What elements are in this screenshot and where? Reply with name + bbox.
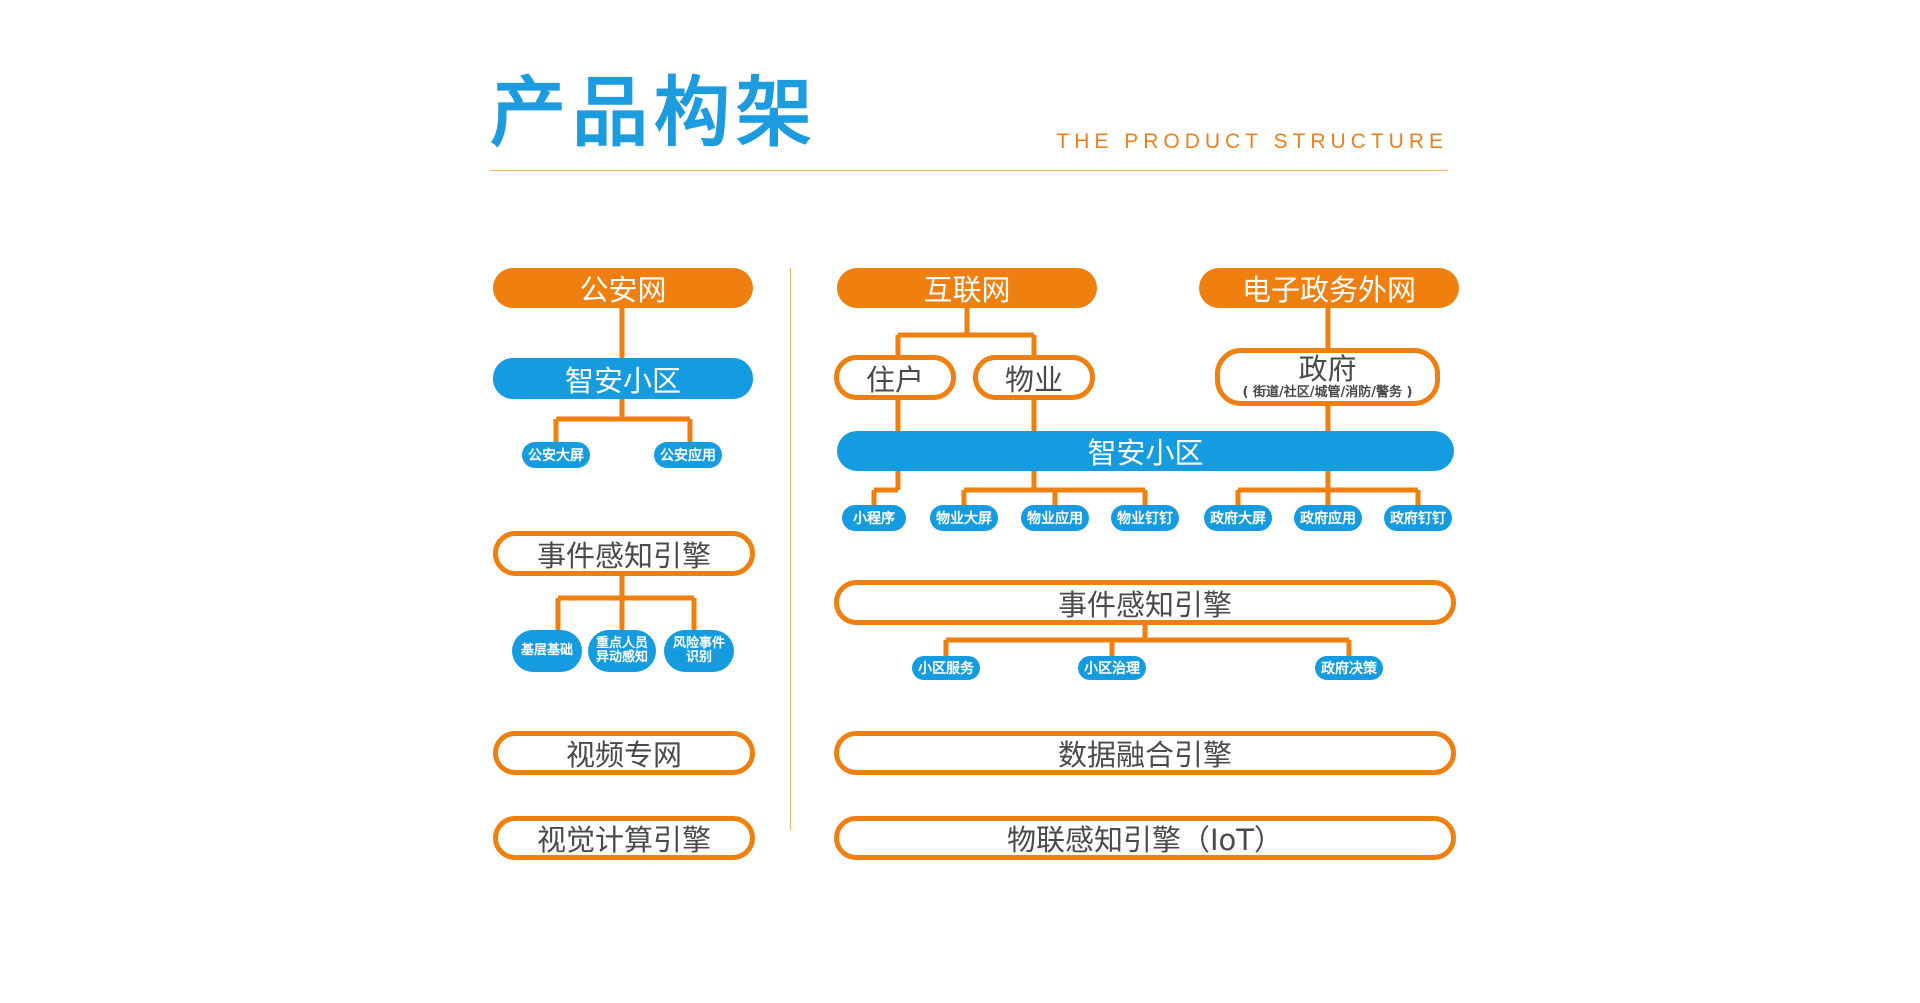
page-subtitle: THE PRODUCT STRUCTURE [1056, 130, 1448, 153]
government-label: 政府 [1298, 352, 1357, 386]
gov-app-node: 政府应用 [1294, 505, 1362, 531]
community-service-node: 小区服务 [912, 656, 980, 680]
risk-event-label-line2: 识别 [685, 650, 712, 665]
grassroots-basis-node: 基层基础 [512, 630, 582, 672]
key-persons-node: 重点人员异动感知 [588, 630, 656, 672]
data-fusion-engine-node: 数据融合引擎 [834, 731, 1456, 775]
gov-screen-node: 政府大屏 [1204, 505, 1272, 531]
mini-program-node: 小程序 [842, 505, 906, 531]
column-divider [790, 268, 791, 830]
key-persons-label-line1: 重点人员 [595, 636, 648, 651]
risk-event-label-line1: 风险事件 [672, 636, 725, 651]
header-divider [490, 170, 1448, 171]
police-app-node: 公安应用 [654, 442, 722, 468]
gov-extranet-node: 电子政务外网 [1199, 268, 1459, 308]
internet-node: 互联网 [837, 268, 1097, 308]
risk-event-node: 风险事件识别 [664, 630, 734, 672]
police-screen-node: 公安大屏 [522, 442, 590, 468]
property-screen-node: 物业大屏 [930, 505, 998, 531]
key-persons-label-line2: 异动感知 [595, 650, 648, 665]
page-title: 产品构架 [490, 68, 818, 157]
property-node: 物业 [973, 355, 1095, 400]
government-node: 政府 ( 街道/社区/城管/消防/警务 ) [1215, 348, 1440, 406]
right-smart-community-node: 智安小区 [837, 431, 1454, 471]
gov-dingtalk-node: 政府钉钉 [1384, 505, 1452, 531]
video-network-node: 视频专网 [493, 731, 755, 775]
gov-decision-node: 政府决策 [1315, 656, 1383, 680]
community-governance-node: 小区治理 [1078, 656, 1146, 680]
left-smart-community-node: 智安小区 [493, 358, 753, 399]
police-network-node: 公安网 [493, 268, 753, 308]
left-event-engine-node: 事件感知引擎 [493, 531, 755, 576]
property-app-node: 物业应用 [1021, 505, 1089, 531]
iot-engine-node: 物联感知引擎（IoT） [834, 816, 1456, 860]
property-dingtalk-node: 物业钉钉 [1111, 505, 1179, 531]
resident-node: 住户 [834, 355, 956, 400]
government-sub-label: ( 街道/社区/城管/消防/警务 ) [1242, 385, 1413, 400]
vision-engine-node: 视觉计算引擎 [493, 816, 755, 860]
right-event-engine-node: 事件感知引擎 [834, 580, 1456, 625]
grassroots-basis-label: 基层基础 [520, 643, 573, 658]
